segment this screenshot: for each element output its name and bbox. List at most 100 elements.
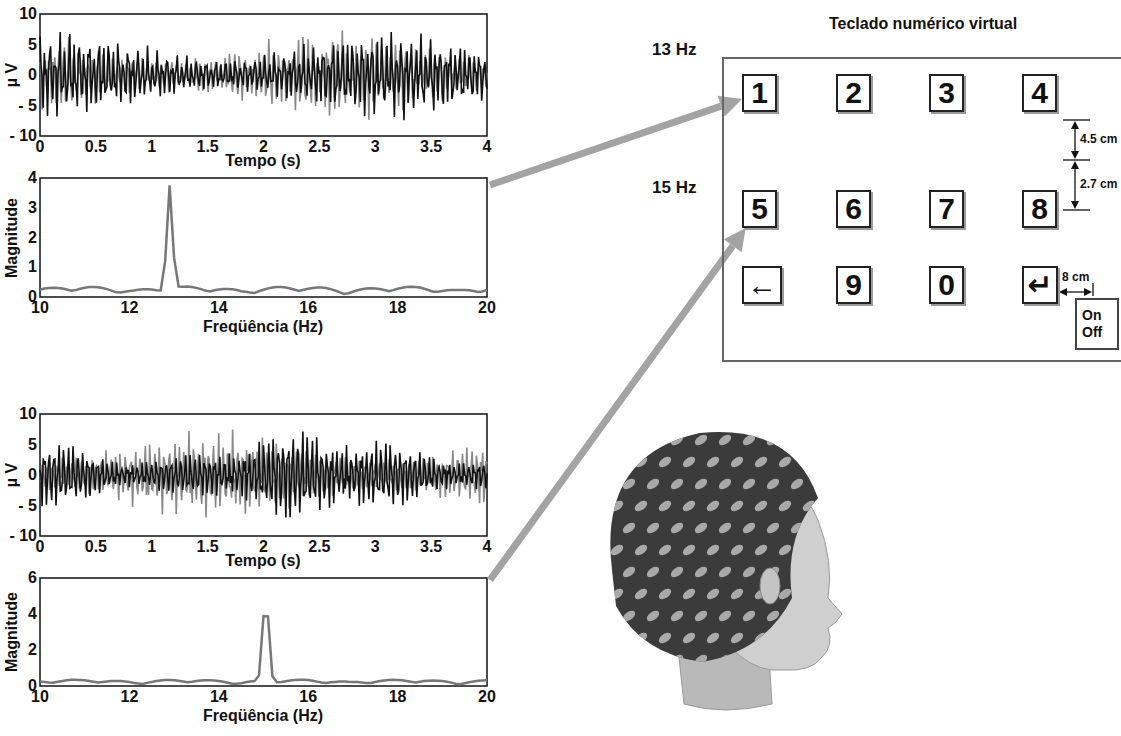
electrode (621, 653, 637, 668)
electrode (729, 455, 745, 470)
tick-label: 0.5 (85, 539, 107, 555)
key-button: 3 (929, 74, 964, 112)
key-label: 0 (938, 270, 955, 300)
eeg-plot: µ VTempo (s)MagnitudeFreqüência (Hz) (0, 0, 490, 340)
key-button: 8 (1022, 190, 1057, 228)
electrode (789, 477, 805, 492)
tick-label: 0.5 (85, 139, 107, 155)
electrode (681, 543, 697, 558)
key-button: 7 (929, 190, 964, 228)
electrode (609, 455, 625, 470)
electrode (657, 499, 673, 514)
electrode (621, 609, 637, 624)
electrode (705, 499, 721, 514)
tick-label: 1 (28, 259, 37, 275)
frequency-label: 15 Hz (652, 178, 696, 198)
electrode (693, 653, 709, 668)
tick-label: - 5 (18, 498, 37, 514)
axis-label-x: Freqüência (Hz) (203, 318, 323, 336)
keypad-panel: Teclado numérico virtual12345678←90↵On O… (722, 57, 1121, 362)
electrode (609, 631, 625, 646)
electrode (681, 631, 697, 646)
electrode (717, 653, 733, 668)
electrode (597, 521, 613, 536)
tick-label: 3 (28, 200, 37, 216)
panel-title: Teclado numérico virtual (829, 15, 1017, 33)
key-label: 5 (751, 194, 768, 224)
plot-traces (40, 14, 487, 686)
dimension-label: 2.7 cm (1080, 177, 1117, 191)
tick-label: 16 (299, 689, 317, 705)
tick-label: 1.5 (197, 539, 219, 555)
tick-label: 5 (28, 37, 37, 53)
electrode (741, 609, 757, 624)
electrode (765, 653, 781, 668)
electrode (705, 543, 721, 558)
tick-label: 10 (19, 406, 37, 422)
electrode (621, 433, 637, 448)
electrode (621, 477, 637, 492)
electrode (609, 587, 625, 602)
key-label: 6 (845, 194, 862, 224)
electrode (633, 543, 649, 558)
tick-label: 2.5 (308, 139, 330, 155)
tick-label: 20 (478, 300, 496, 316)
tick-label: 2.5 (308, 539, 330, 555)
tick-label: 3 (371, 139, 380, 155)
electrode (741, 521, 757, 536)
tick-label: 4 (28, 170, 37, 186)
electrode (597, 653, 613, 668)
eeg-trace (40, 32, 487, 120)
tick-label: 0 (36, 539, 45, 555)
electrode (597, 609, 613, 624)
axes-frame (40, 578, 487, 686)
tick-label: 10 (31, 300, 49, 316)
electrode (741, 653, 757, 668)
axis-label-y: µ V (3, 463, 21, 487)
electrode (765, 477, 781, 492)
tick-label: 16 (299, 300, 317, 316)
electrode (693, 477, 709, 492)
electrode (693, 521, 709, 536)
key-button: ↵ (1022, 266, 1058, 304)
dimension-label: 4.5 cm (1080, 132, 1117, 146)
tick-label: - 5 (18, 98, 37, 114)
selection-arrow (490, 96, 742, 185)
electrode (717, 609, 733, 624)
key-label: 3 (938, 78, 955, 108)
tick-label: 12 (120, 689, 138, 705)
electrode (633, 587, 649, 602)
tick-label: 5 (28, 437, 37, 453)
electrode (597, 477, 613, 492)
key-button: ← (742, 266, 782, 304)
electrode (597, 565, 613, 580)
key-label: 9 (845, 270, 862, 300)
electrodes (597, 433, 817, 668)
key-button: 2 (836, 74, 871, 112)
axes-frame (40, 414, 487, 536)
electrode (693, 565, 709, 580)
electrode (753, 499, 769, 514)
electrode (657, 455, 673, 470)
electrode (789, 653, 805, 668)
electrode (681, 499, 697, 514)
electrode (645, 609, 661, 624)
key-label: 7 (938, 194, 955, 224)
key-button: 5 (742, 190, 777, 228)
electrode (777, 631, 793, 646)
electrode (777, 543, 793, 558)
electrode (645, 433, 661, 448)
tick-label: - 10 (9, 128, 37, 144)
arrow-head (724, 228, 746, 252)
tick-label: 4 (28, 606, 37, 622)
tick-label: 4 (483, 539, 492, 555)
electrode (789, 565, 805, 580)
electrode (801, 587, 817, 602)
axis-label-y: Magnitude (3, 592, 21, 672)
electrode (693, 609, 709, 624)
electrode (801, 543, 817, 558)
electrode (669, 477, 685, 492)
electrode (633, 499, 649, 514)
electrode (645, 565, 661, 580)
tick-label: 12 (120, 300, 138, 316)
